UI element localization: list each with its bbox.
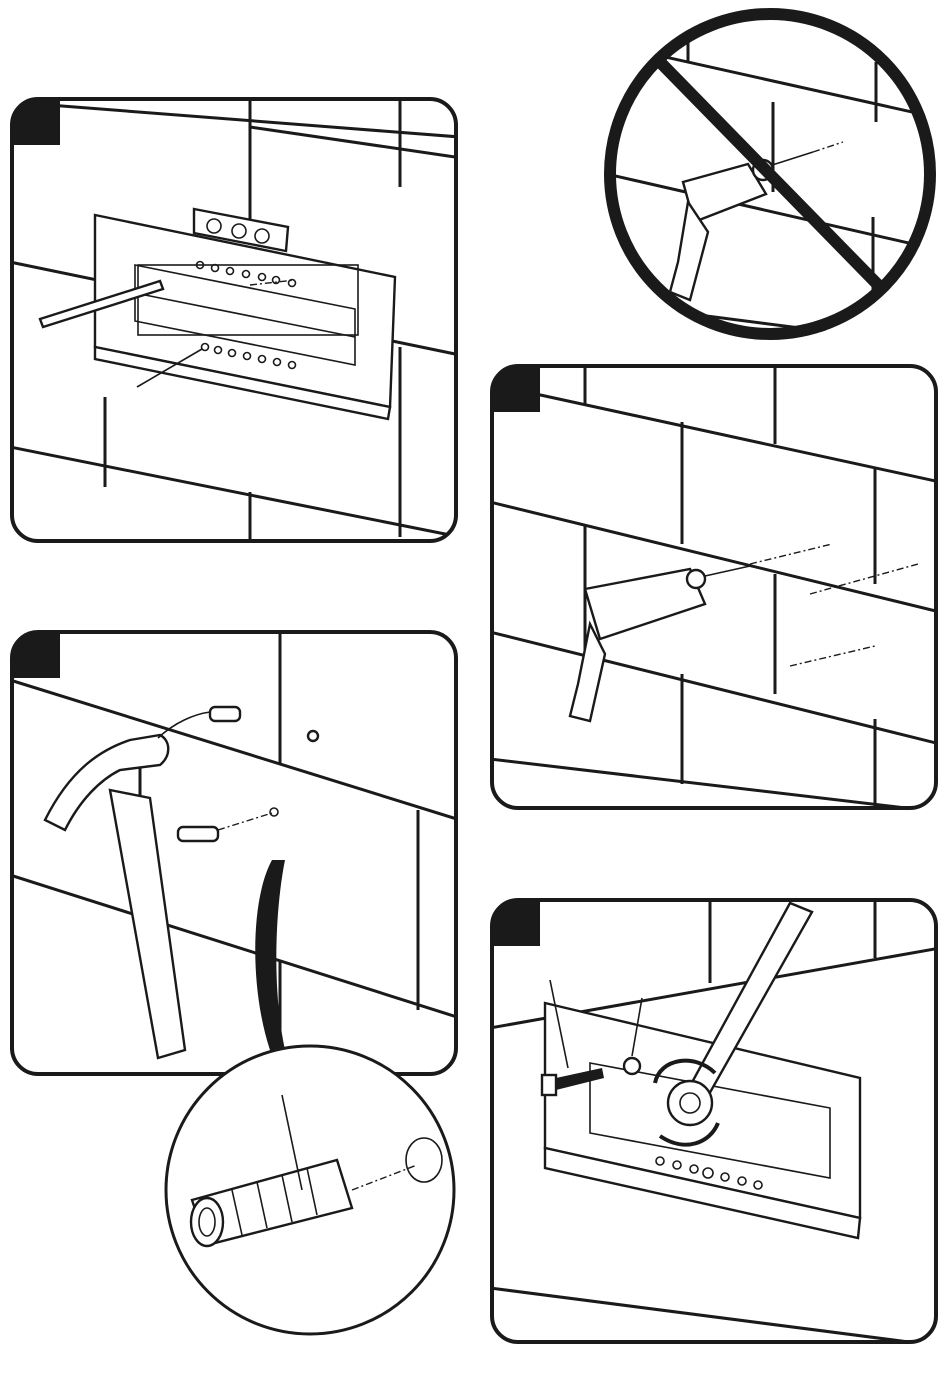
tile-wall bbox=[490, 364, 940, 812]
anchor-detail-zoom bbox=[162, 1040, 462, 1340]
step-panel-level-and-mark bbox=[10, 97, 460, 545]
step-panel-drill-holes bbox=[490, 364, 940, 812]
washer-icon bbox=[624, 1058, 640, 1074]
step-panel-insert-anchors bbox=[10, 630, 460, 1078]
step-panel-fasten-bracket bbox=[490, 898, 940, 1346]
drill-guide bbox=[813, 142, 843, 152]
anchor-guide bbox=[218, 813, 272, 830]
prohibition-sign-icon bbox=[610, 14, 930, 334]
mounting-bracket bbox=[95, 215, 395, 419]
drill-icon bbox=[670, 152, 813, 300]
hammer-icon bbox=[45, 735, 185, 1058]
tile-wall bbox=[10, 630, 460, 1078]
wall-hole bbox=[270, 808, 278, 816]
warning-no-hammer-drill bbox=[598, 2, 948, 347]
wall-anchor-icon bbox=[178, 707, 240, 841]
installed-anchor bbox=[308, 731, 318, 741]
drill-icon bbox=[570, 566, 750, 721]
